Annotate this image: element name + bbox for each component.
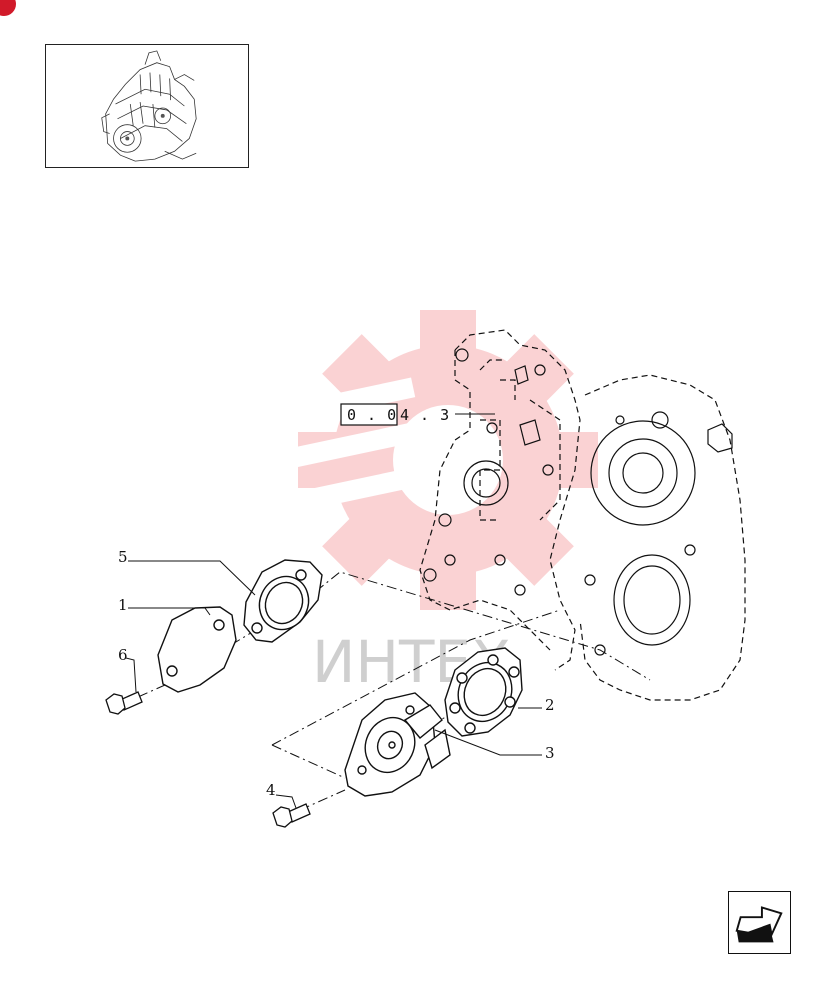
section-reference-boxed-text: 0 . 0 (347, 406, 397, 424)
section-reference[interactable]: 0 . 0 4 . 3 (340, 403, 495, 426)
callout-5[interactable]: 5 (118, 548, 128, 566)
engine-thumbnail-drawing (101, 50, 197, 162)
corner-badge-icon (0, 0, 16, 16)
callout-leaders (125, 560, 542, 809)
part-1-cover-plate (157, 606, 237, 693)
callout-2[interactable]: 2 (545, 696, 555, 714)
part-6-bolt (105, 691, 143, 715)
section-reference-suffix: 4 . 3 (400, 406, 450, 424)
part-3-pump (344, 692, 451, 797)
callout-4[interactable]: 4 (266, 781, 276, 799)
next-page-button[interactable] (728, 891, 791, 954)
callout-3[interactable]: 3 (545, 744, 555, 762)
callout-1[interactable]: 1 (118, 596, 128, 614)
part-5-gasket (243, 559, 323, 643)
part-4-bolt (272, 803, 311, 828)
next-page-arrow-icon (735, 906, 783, 943)
callout-6[interactable]: 6 (118, 646, 128, 664)
section-reference-box (340, 403, 398, 426)
engine-front-cover-solid (423, 348, 733, 656)
watermark-logo-icon (244, 310, 598, 610)
engine-front-cover (419, 329, 746, 701)
engine-thumbnail[interactable] (45, 44, 249, 168)
part-2-flange-gasket (444, 647, 523, 737)
